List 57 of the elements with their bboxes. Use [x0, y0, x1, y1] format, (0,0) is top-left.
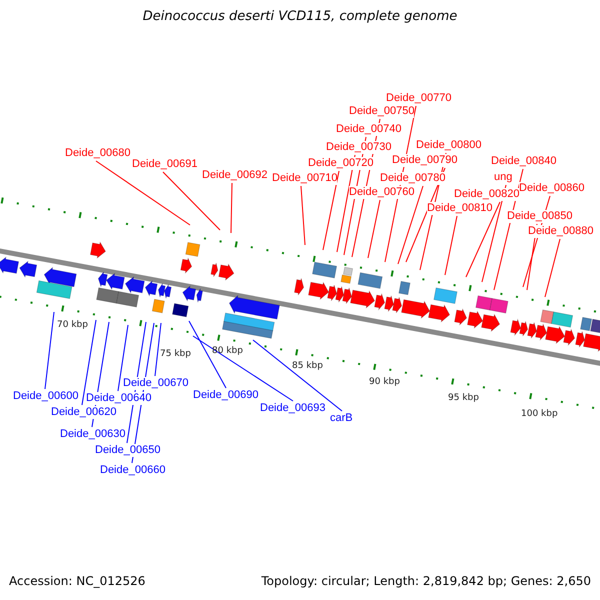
leader-line	[368, 200, 380, 258]
gene-label: Deide_00720	[308, 157, 374, 170]
scale-label: 85 kbp	[292, 361, 323, 371]
leader-line	[230, 182, 232, 234]
leader-line	[118, 324, 128, 392]
leader-line	[336, 154, 356, 252]
scale-label: 90 kbp	[369, 377, 400, 387]
gene-label: Deide_00780	[380, 172, 446, 185]
scale-label: 100 kbp	[521, 409, 558, 419]
gene-label: Deide_00670	[123, 377, 188, 390]
gene-label: Deide_00630	[60, 428, 126, 441]
gene-label: ung	[494, 171, 512, 184]
leader-line	[96, 160, 190, 226]
gene-label: Deide_00820	[454, 188, 520, 201]
leader-line	[398, 186, 424, 264]
gene-label: Deide_00740	[336, 123, 402, 136]
gene-label: Deide_00680	[65, 147, 130, 160]
gene-label: Deide_00800	[416, 139, 482, 152]
leader-line	[82, 320, 96, 406]
gene-label: Deide_00693	[260, 402, 326, 415]
leader-line	[154, 322, 162, 376]
scale-label: 70 kbp	[57, 320, 88, 330]
gene-label: Deide_00860	[519, 182, 584, 195]
gene-label: Deide_00710	[272, 172, 338, 185]
gene-label: Deide_00660	[100, 464, 166, 477]
gene-label: Deide_00691	[132, 158, 198, 171]
gene-label: Deide_00840	[491, 155, 556, 168]
gene-label: Deide_00690	[193, 389, 258, 402]
leader-line	[188, 320, 226, 388]
leader-line	[544, 238, 560, 298]
gene-label: Deide_00770	[386, 92, 452, 105]
gene-label: Deide_00790	[392, 154, 458, 167]
accession-text: Accession: NC_012526	[9, 575, 146, 588]
leader-line	[162, 172, 220, 230]
gene-label: Deide_00640	[86, 392, 152, 405]
leader-line	[482, 184, 506, 282]
leader-line	[252, 340, 342, 412]
leader-line	[192, 336, 294, 402]
leader-line	[322, 170, 340, 250]
gene-label: Deide_00730	[326, 141, 392, 154]
gene-label: Deide_00810	[427, 202, 492, 215]
leader-line	[44, 312, 54, 390]
gene-label: Deide_00650	[95, 444, 160, 457]
gene-label: Deide_00600	[13, 390, 78, 403]
title: Deinococcus deserti VCD115, complete genome	[142, 10, 458, 23]
scale-label: 95 kbp	[448, 393, 479, 403]
gene-label: Deide_00760	[349, 186, 414, 199]
genome-info-text: Topology: circular; Length: 2,819,842 bp; Genes: 2,650	[261, 575, 591, 588]
gene-label: Deide_00750	[349, 105, 414, 118]
scale-label: 75 kbp	[160, 349, 191, 359]
gene-label: Deide_00880	[528, 225, 594, 238]
leader-line	[466, 202, 500, 278]
gene-label: Deide_00620	[51, 406, 116, 419]
gene-label: Deide_00850	[507, 210, 572, 223]
leader-line	[444, 216, 458, 276]
gene-label: Deide_00692	[202, 169, 268, 182]
leader-line	[300, 186, 306, 246]
